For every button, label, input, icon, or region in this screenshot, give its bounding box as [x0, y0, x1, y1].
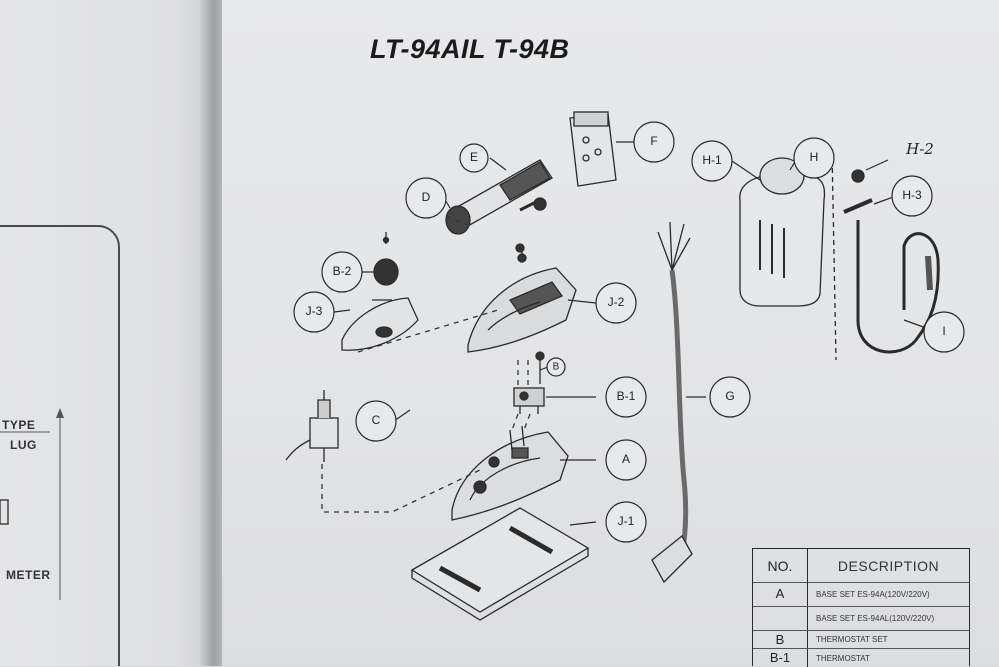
iron-body-drawing: [451, 425, 569, 521]
table-header-description: DESCRIPTION: [837, 557, 940, 574]
callout-j3: J-3: [306, 304, 323, 318]
left-label-type: TYPE: [2, 418, 36, 432]
diagram-title: LT-94AIL T-94B: [370, 34, 570, 64]
table-row: B THERMOSTAT SET: [753, 631, 969, 649]
callout-a: A: [622, 452, 630, 466]
callout-g: G: [725, 389, 734, 403]
left-label-plug: LUG: [10, 438, 37, 452]
callout-h2-handwritten: H-2: [905, 140, 934, 158]
callout-j1: J-1: [618, 514, 635, 528]
hose-drawing: [843, 169, 940, 354]
left-page: TYPE LUG METER: [0, 0, 220, 666]
left-panel-frame: [0, 225, 120, 666]
callout-c: C: [372, 413, 381, 427]
table-row: A BASE SET ES-94A(120V/220V): [753, 583, 969, 607]
table-header-row: NO. DESCRIPTION: [753, 548, 969, 583]
table-header-no: NO.: [753, 548, 808, 583]
callout-h3: H-3: [902, 188, 922, 202]
table-cell-desc: BASE SET ES-94A(120V/220V): [816, 590, 930, 599]
table-cell-no: B: [753, 631, 808, 648]
rest-pad-drawing: [410, 507, 590, 621]
left-page-sketch: [0, 408, 64, 600]
table-row: B-1 THERMOSTAT: [753, 649, 969, 667]
callout-b2: B-2: [333, 264, 352, 278]
callout-b: B: [553, 362, 560, 373]
thermostat-drawing: [513, 351, 545, 414]
handle-drawing: [445, 159, 553, 253]
plug-drawing: [285, 390, 339, 462]
switch-box-drawing: [569, 111, 617, 187]
callout-h: H: [810, 150, 819, 164]
water-bottle-drawing: [739, 149, 837, 361]
power-cord-drawing: [651, 221, 693, 584]
table-cell-desc: BASE SET ES-94AL(120V/220V): [816, 614, 935, 623]
callout-j2: J-2: [608, 295, 625, 309]
table-cell-desc: THERMOSTAT SET: [816, 635, 888, 644]
table-cell-no: [753, 607, 808, 630]
table-cell-no: A: [753, 583, 808, 606]
callout-d: D: [422, 190, 431, 204]
callout-i: I: [942, 324, 945, 338]
callout-circles: [293, 121, 965, 543]
left-label-meter: METER: [6, 568, 51, 582]
callout-b1: B-1: [617, 389, 636, 403]
iron-cover-drawing: [467, 244, 577, 353]
table-cell-no: B-1: [753, 649, 808, 667]
knob-drawing: [373, 232, 399, 286]
table-cell-desc: THERMOSTAT: [816, 653, 870, 663]
callout-e: E: [470, 150, 478, 164]
assembly-guide-lines: [321, 215, 531, 513]
callout-f: F: [650, 134, 657, 148]
callout-h1: H-1: [702, 153, 722, 167]
heat-cover-drawing: [341, 297, 419, 351]
table-row: BASE SET ES-94AL(120V/220V): [753, 607, 969, 631]
parts-table: NO. DESCRIPTION A BASE SET ES-94A(120V/2…: [752, 548, 970, 667]
